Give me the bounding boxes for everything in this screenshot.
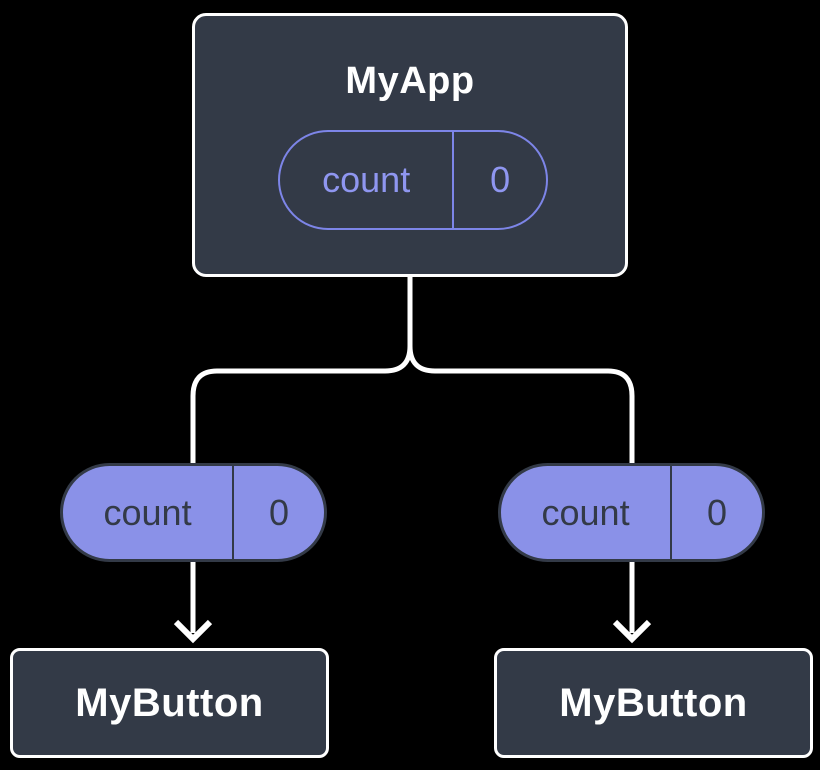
root-component-card: MyApp: [192, 13, 628, 277]
root-component-name: MyApp: [345, 60, 475, 102]
prop-pill-right: count 0: [498, 463, 765, 562]
child-component-card-right: MyButton: [494, 648, 813, 758]
prop-label: count: [541, 491, 630, 533]
state-value: 0: [452, 132, 546, 228]
connector-branch-right: [407, 270, 635, 633]
arrowhead-down-right-icon: [612, 619, 652, 644]
child-component-name: MyButton: [75, 680, 264, 725]
arrowhead-down-left-icon: [173, 619, 213, 644]
connector-branch-left: [190, 270, 413, 633]
state-label: count: [322, 159, 411, 200]
child-component-name: MyButton: [559, 680, 748, 725]
prop-value: 0: [670, 466, 762, 559]
prop-value: 0: [232, 466, 324, 559]
prop-pill-left: count 0: [60, 463, 327, 562]
state-pill: count 0: [278, 130, 548, 230]
child-component-card-left: MyButton: [10, 648, 329, 758]
prop-label: count: [103, 491, 192, 533]
